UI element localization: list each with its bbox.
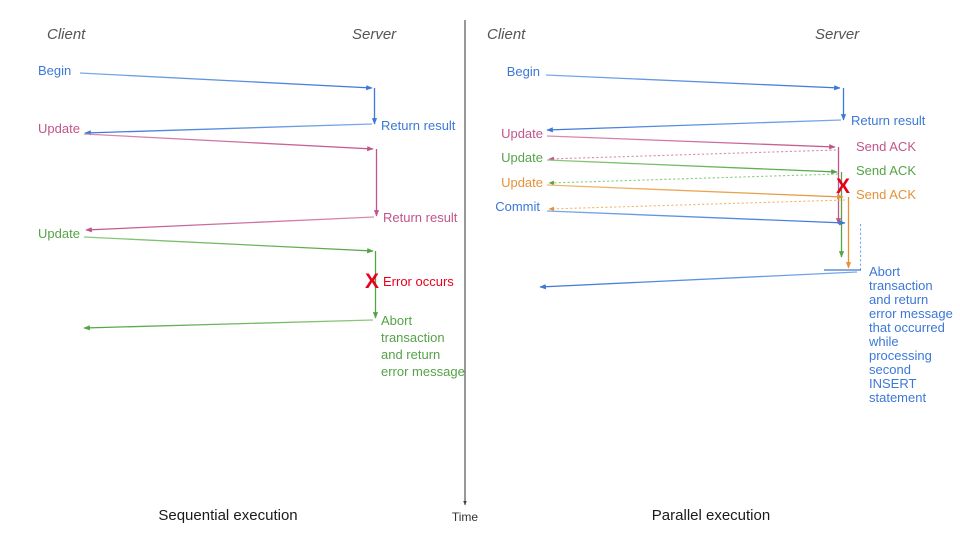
par-abort-note-line-3: error message	[869, 306, 953, 321]
seq-label-update-green: Update	[38, 226, 80, 241]
sequential-server-title: Server	[352, 26, 397, 43]
seq-abort-note: Abort transaction and return error messa…	[381, 313, 465, 379]
par-arrow-update-orange	[546, 184, 844, 200]
par-arrow-ack-pink	[548, 149, 837, 162]
panel-sequential: Client Server Begin Return result Update…	[38, 26, 465, 524]
seq-label-return-result-pink: Return result	[383, 210, 458, 225]
sequential-footer-label: Sequential execution	[158, 507, 297, 524]
seq-abort-note-line-0: Abort	[381, 313, 412, 328]
par-arrow-commit	[546, 210, 846, 226]
par-error-marker: X	[836, 175, 850, 198]
seq-arrow-begin	[79, 72, 373, 91]
seq-error-label: Error occurs	[383, 274, 454, 289]
par-arrow-begin	[545, 74, 841, 91]
parallel-server-title: Server	[815, 26, 860, 43]
error-x-icon: X	[365, 270, 379, 293]
par-arrow-update-pink	[546, 135, 836, 150]
error-x-icon: X	[836, 175, 850, 198]
par-arrow-ack-green	[548, 173, 839, 186]
par-abort-note-line-7: second	[869, 362, 911, 377]
par-abort-note-line-0: Abort	[869, 264, 900, 279]
par-abort-note-line-8: INSERT	[869, 376, 916, 391]
seq-label-return-result-blue: Return result	[381, 118, 456, 133]
panel-parallel: Client Server Begin Return result Update…	[487, 26, 953, 524]
par-label-update-pink: Update	[501, 126, 543, 141]
seq-arrow-return-result-pink	[85, 216, 375, 233]
par-label-ack-pink: Send ACK	[856, 139, 916, 154]
parallel-client-title: Client	[487, 26, 526, 43]
par-label-update-green: Update	[501, 150, 543, 165]
seq-abort-note-line-3: error message	[381, 364, 465, 379]
seq-label-update-pink: Update	[38, 121, 80, 136]
par-label-commit: Commit	[495, 199, 540, 214]
par-label-ack-orange: Send ACK	[856, 187, 916, 202]
par-arrow-abort-blue	[539, 271, 858, 290]
par-abort-note-line-1: transaction	[869, 278, 933, 293]
par-label-ack-green: Send ACK	[856, 163, 916, 178]
par-abort-note: Abort transaction and return error messa…	[868, 264, 953, 405]
time-axis-label: Time	[452, 510, 479, 524]
par-abort-note-line-5: while	[868, 334, 899, 349]
par-abort-note-line-9: statement	[869, 390, 926, 405]
seq-error-marker: X Error occurs	[365, 270, 454, 293]
seq-arrow-abort-green	[83, 319, 374, 331]
sequential-client-title: Client	[47, 26, 86, 43]
seq-label-begin: Begin	[38, 63, 71, 78]
par-abort-note-line-4: that occurred	[869, 320, 945, 335]
time-axis: Time	[452, 20, 479, 524]
parallel-footer-label: Parallel execution	[652, 507, 770, 524]
par-label-update-orange: Update	[501, 175, 543, 190]
par-abort-note-line-6: processing	[869, 348, 932, 363]
seq-arrow-update-green	[83, 236, 374, 254]
seq-arrow-return-result-blue	[84, 123, 373, 136]
seq-arrow-update-pink	[83, 133, 374, 152]
par-label-begin: Begin	[507, 64, 540, 79]
seq-abort-note-line-2: and return	[381, 347, 440, 362]
par-arrow-ack-orange	[548, 199, 846, 212]
seq-abort-note-line-1: transaction	[381, 330, 445, 345]
par-arrow-update-green	[546, 159, 838, 175]
par-abort-note-line-2: and return	[869, 292, 928, 307]
par-label-return-result: Return result	[851, 113, 926, 128]
par-arrow-return-result	[546, 119, 842, 133]
